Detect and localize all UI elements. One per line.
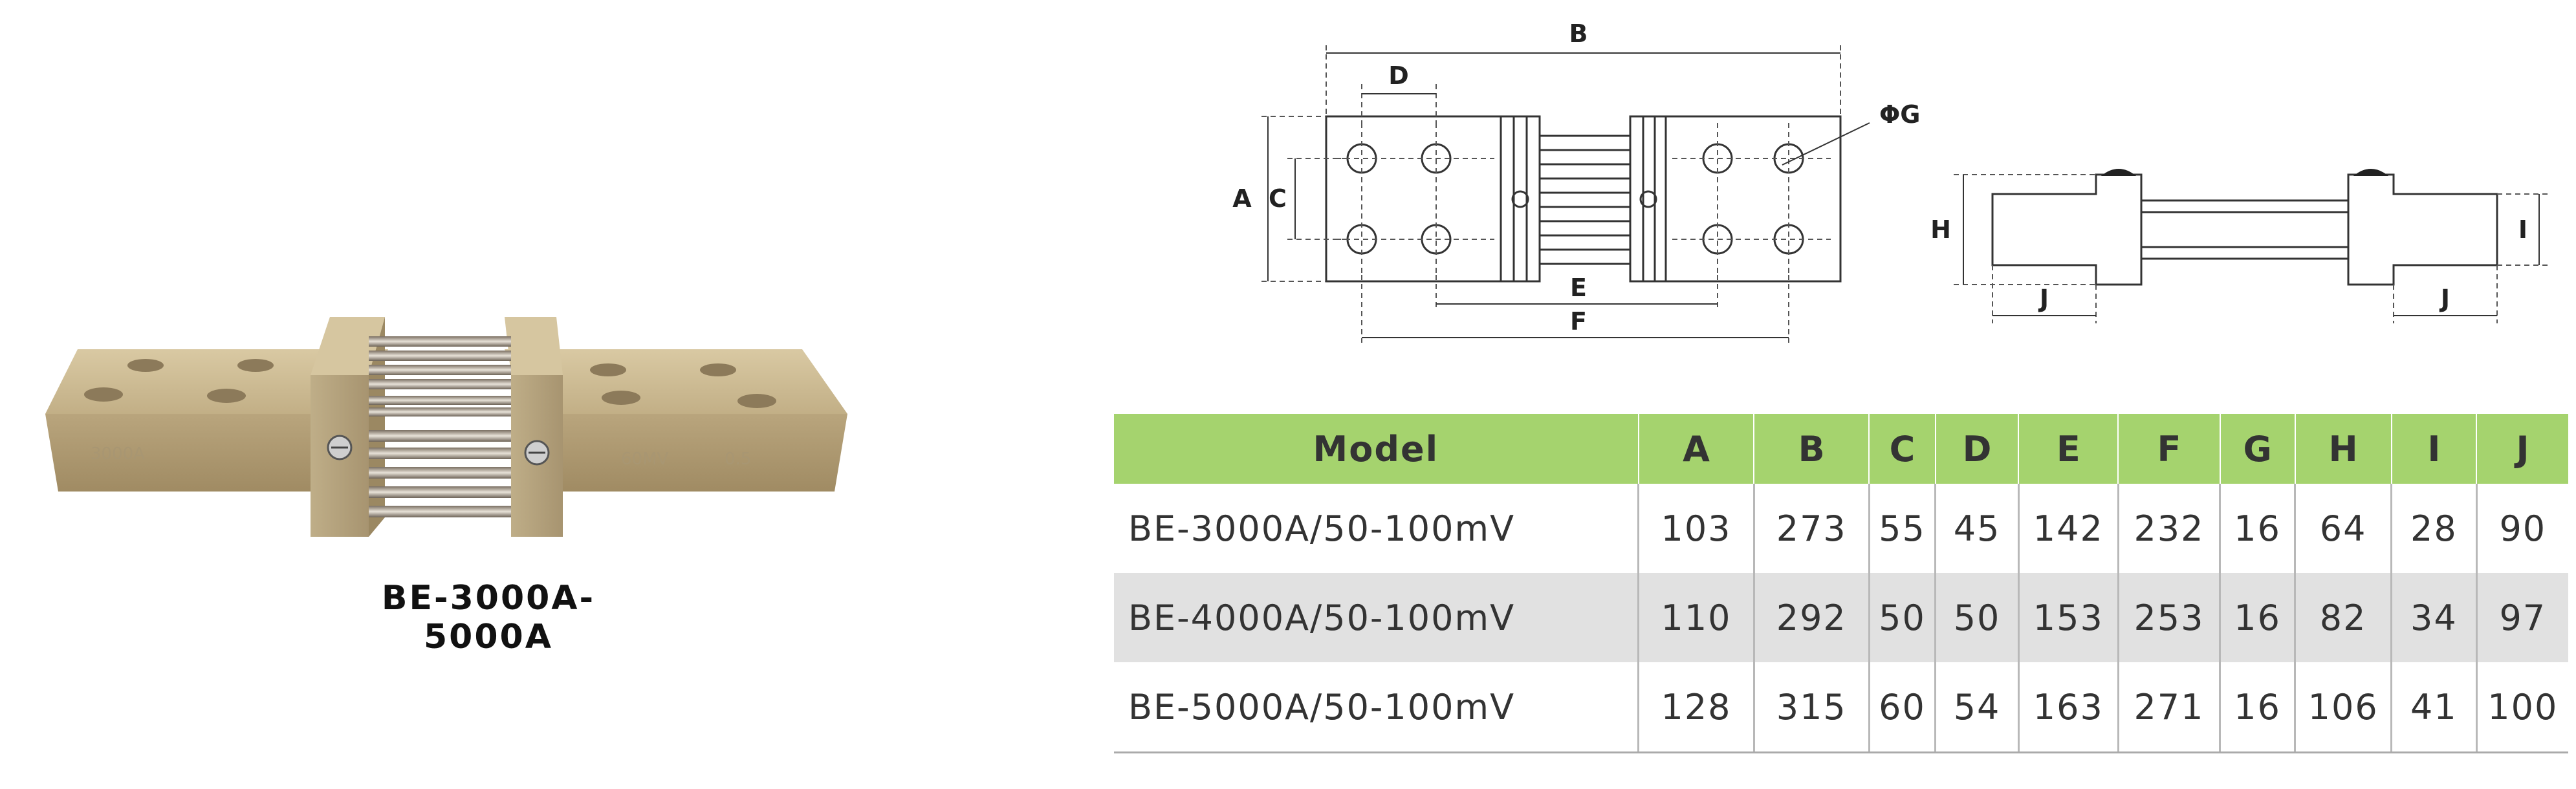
table-cell: 16 — [2220, 484, 2297, 573]
dimension-drawing: B D ΦG A C E F H I J J — [1232, 19, 2549, 343]
dim-label-a: A — [1232, 184, 1252, 213]
table-cell: 82 — [2295, 573, 2393, 662]
table-cell: 50 — [1869, 573, 1937, 662]
manganin-strips — [369, 336, 511, 517]
engraving-voltage: 60MV — [621, 449, 669, 469]
dim-label-f: F — [1570, 307, 1587, 336]
table-row: BE-5000A/50-100mV 128 315 60 54 163 271 … — [1114, 662, 2568, 753]
table-cell: 273 — [1754, 484, 1870, 573]
table-cell: 28 — [2391, 484, 2478, 573]
column-header: J — [2476, 414, 2568, 484]
table-header-row: Model A B C D E F G H I J — [1114, 414, 2568, 484]
table-cell: 142 — [2018, 484, 2119, 573]
dim-label-j-left: J — [2038, 285, 2049, 313]
column-header: E — [2018, 414, 2119, 484]
table-cell: 271 — [2118, 662, 2221, 753]
table-cell: 45 — [1935, 484, 2020, 573]
table-cell: 54 — [1935, 662, 2020, 753]
table-cell: 292 — [1754, 573, 1870, 662]
dim-label-d: D — [1388, 61, 1409, 90]
dim-label-j-right: J — [2439, 285, 2450, 313]
table-cell: 16 — [2220, 573, 2297, 662]
column-header: G — [2220, 414, 2296, 484]
column-header: A — [1638, 414, 1755, 484]
table-cell: 34 — [2391, 573, 2478, 662]
table-cell: 163 — [2018, 662, 2119, 753]
product-caption: BE-3000A-5000A — [381, 579, 596, 656]
dim-label-h: H — [1930, 215, 1951, 244]
table-cell: 315 — [1754, 662, 1870, 753]
table-cell: 106 — [2295, 662, 2393, 753]
engraving-class: 0.5 — [725, 449, 751, 469]
dim-label-e: E — [1570, 274, 1587, 302]
table-cell: 103 — [1638, 484, 1755, 573]
shunt-product-image: 3000A 60MV 0.5 — [45, 317, 847, 537]
table-cell: 232 — [2118, 484, 2221, 573]
dim-label-i: I — [2518, 215, 2527, 244]
left-terminal-screw-icon — [327, 435, 353, 460]
table-cell: 16 — [2220, 662, 2297, 753]
column-header: D — [1935, 414, 2020, 484]
column-header: B — [1754, 414, 1870, 484]
table-cell: 60 — [1869, 662, 1937, 753]
column-header: I — [2391, 414, 2478, 484]
table-cell: 64 — [2295, 484, 2393, 573]
column-header: Model — [1114, 414, 1639, 484]
column-header: C — [1869, 414, 1936, 484]
table-cell: 55 — [1869, 484, 1937, 573]
model-cell: BE-4000A/50-100mV — [1114, 573, 1640, 662]
dim-label-b: B — [1569, 19, 1588, 48]
dim-label-c: C — [1269, 184, 1287, 213]
model-cell: BE-5000A/50-100mV — [1114, 662, 1640, 753]
spec-table: Model A B C D E F G H I J BE-3000A/50-10… — [1114, 414, 2568, 753]
right-terminal-screw-icon — [524, 440, 550, 466]
table-cell: 110 — [1638, 573, 1755, 662]
table-row: BE-3000A/50-100mV 103 273 55 45 142 232 … — [1114, 484, 2568, 573]
table-cell: 153 — [2018, 573, 2119, 662]
table-cell: 50 — [1935, 573, 2020, 662]
table-cell: 41 — [2391, 662, 2478, 753]
table-cell: 253 — [2118, 573, 2221, 662]
column-header: H — [2295, 414, 2392, 484]
model-cell: BE-3000A/50-100mV — [1114, 484, 1640, 573]
table-cell: 100 — [2476, 662, 2568, 753]
table-cell: 90 — [2499, 508, 2547, 549]
column-header: F — [2118, 414, 2221, 484]
table-cell: 128 — [1638, 662, 1755, 753]
dim-label-g: ΦG — [1879, 100, 1921, 129]
table-cell: 97 — [2476, 573, 2568, 662]
engraving-rating: 3000A — [91, 444, 145, 464]
table-row: BE-4000A/50-100mV 110 292 50 50 153 253 … — [1114, 573, 2568, 662]
